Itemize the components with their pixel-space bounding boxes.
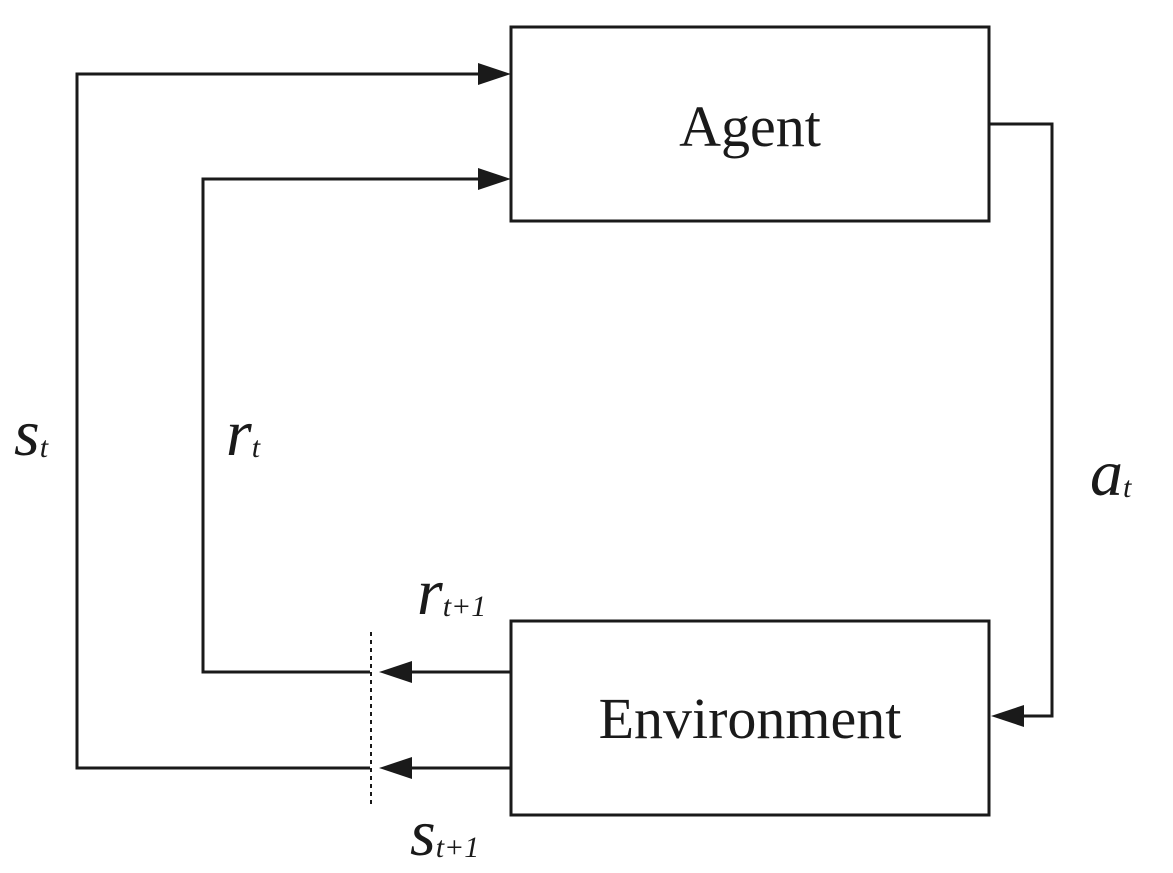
environment-node: Environment — [509, 619, 991, 817]
action-t-symbol: a — [1090, 437, 1123, 510]
reward-t-subscript: t — [252, 431, 261, 464]
reward-t-label: rt — [226, 397, 261, 470]
action-wire — [989, 122, 1054, 718]
state-next-symbol: s — [410, 797, 436, 870]
environment-label: Environment — [599, 686, 902, 751]
reward-connection — [201, 168, 511, 683]
environment-box — [509, 619, 991, 817]
agent-box — [509, 25, 991, 223]
state-agent-arrowhead — [478, 63, 511, 85]
state-next-arrowhead — [379, 757, 412, 779]
reward-next-arrowhead — [379, 661, 412, 683]
state-next-label: st+1 — [410, 797, 479, 870]
reward-agent-arrowhead — [478, 168, 511, 190]
state-feedback-wire — [75, 72, 480, 770]
action-connection — [989, 122, 1054, 727]
reward-next-label: rt+1 — [417, 556, 486, 629]
reward-feedback-wire — [201, 177, 480, 674]
agent-node: Agent — [509, 25, 991, 223]
state-connection — [75, 63, 511, 779]
action-arrowhead — [991, 705, 1024, 727]
agent-label: Agent — [679, 94, 821, 159]
state-t-label: st — [14, 397, 49, 470]
state-t-subscript: t — [40, 431, 49, 464]
reward-t-symbol: r — [226, 397, 252, 470]
action-t-subscript: t — [1123, 471, 1132, 504]
reward-next-symbol: r — [417, 556, 443, 629]
state-next-subscript: t+1 — [436, 831, 480, 864]
reward-next-subscript: t+1 — [443, 590, 487, 623]
state-t-symbol: s — [14, 397, 40, 470]
action-t-label: at — [1090, 437, 1132, 510]
